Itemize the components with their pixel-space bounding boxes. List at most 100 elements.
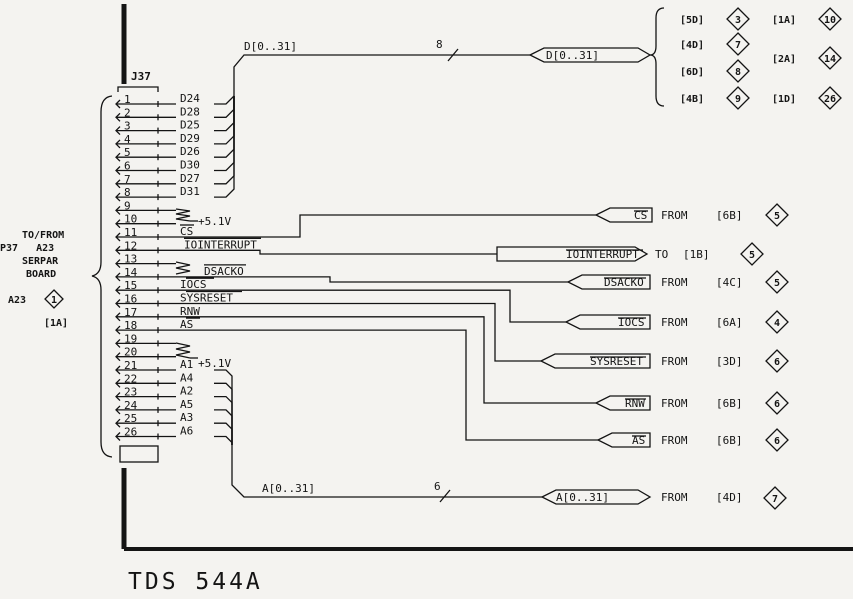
signal-ref-num: 5 <box>749 250 755 261</box>
address-bus: A[0..31] 6 A[0..31] FROM [4D] 7 <box>231 445 787 510</box>
data-bus-ref-diamond-icon <box>818 46 842 70</box>
pin-number: 3 <box>124 120 131 133</box>
signal-wire <box>176 329 598 441</box>
data-line-wire <box>214 96 235 158</box>
pin-net-label: A4 <box>180 371 194 384</box>
data-bus-ref-diamond-icon <box>726 7 750 31</box>
signal-diamond-icon <box>765 310 789 334</box>
address-bus-name: A[0..31] <box>262 482 315 495</box>
address-bus-slash <box>439 489 451 503</box>
data-bus-slash <box>447 48 459 62</box>
left-label-line-1: TO/FROM <box>22 230 64 241</box>
pin-number: 4 <box>124 133 131 146</box>
pin-number: 15 <box>124 279 137 292</box>
signal-diamond-icon <box>740 242 764 266</box>
data-bus-ref-sheet: [6D] <box>680 67 704 78</box>
pin-net-label: A3 <box>180 411 193 424</box>
pin-net-label: D31 <box>180 185 200 198</box>
pin-net-label: D24 <box>180 92 200 105</box>
pin-net-label: A1 <box>180 358 193 371</box>
address-bus-flag <box>540 489 652 505</box>
signal-wire <box>176 214 596 238</box>
data-bus-ref-diamond-icon <box>818 86 842 110</box>
signal-flag-label: SYSRESET <box>590 355 643 368</box>
signal-wire <box>176 276 568 283</box>
signal-wire <box>176 249 497 255</box>
signal-flag-label: RNW <box>625 397 645 410</box>
data-bus-ref-diamond-icon <box>726 86 750 110</box>
data-bus-ref-sheet: [4D] <box>680 40 704 51</box>
signal-sheet: [6B] <box>716 434 743 447</box>
pin-net-label: IOINTERRUPT <box>184 238 257 251</box>
data-bus-ref-sheet: [4B] <box>680 94 704 105</box>
pin-number: 2 <box>124 106 131 119</box>
signal-flag <box>594 207 653 223</box>
power-tie-pin20-label: +5.1V <box>198 357 231 370</box>
address-line-wire <box>214 395 233 445</box>
data-bus-ref-num: 10 <box>824 15 836 26</box>
signal-wire <box>176 316 596 404</box>
address-bus-dir: FROM <box>661 491 688 504</box>
pin-net-label: CS <box>180 225 193 238</box>
pin-number: 5 <box>124 146 131 159</box>
data-line-wire <box>214 96 235 198</box>
pin-net-label: RNW <box>180 305 200 318</box>
left-label-diamond-icon <box>44 289 64 309</box>
data-bus-ref-num: 26 <box>824 94 836 105</box>
data-bus-ref-num: 3 <box>735 15 741 26</box>
signal-sheet: [6B] <box>716 209 743 222</box>
address-line-wire <box>214 369 233 445</box>
signal-flag <box>564 314 651 330</box>
data-bus-ref-num: 7 <box>735 40 741 51</box>
signal-flag <box>596 432 651 448</box>
connector-bottom-box <box>119 445 159 463</box>
left-label-line-4: BOARD <box>26 269 56 280</box>
pin-net-label: AS <box>180 318 193 331</box>
pin-number: 6 <box>124 160 131 173</box>
pin-number: 12 <box>124 239 137 252</box>
signal-flag <box>539 353 651 369</box>
address-line-wire <box>214 422 233 445</box>
signal-direction: FROM <box>661 434 688 447</box>
data-bus-ref-sheet: [1A] <box>772 15 796 26</box>
pin-net-label: A6 <box>180 425 193 438</box>
data-bus-ref-brace <box>649 7 665 107</box>
pin-number: 8 <box>124 186 131 199</box>
pin13-zigzag <box>175 261 191 275</box>
signal-ref-num: 4 <box>774 318 780 329</box>
power-tie-pin10: +5.1V <box>175 208 231 228</box>
pin-net-label: D29 <box>180 132 200 145</box>
pin-number: 13 <box>124 253 137 266</box>
pin-number: 7 <box>124 173 131 186</box>
pin-net-label: D28 <box>180 105 200 118</box>
signal-ref-num: 6 <box>774 436 780 447</box>
connector-ref: J37 <box>131 70 151 83</box>
address-bus-wire <box>231 445 542 498</box>
signal-direction: TO <box>655 248 668 261</box>
signal-diamond-icon <box>765 391 789 415</box>
pin-number: 21 <box>124 359 137 372</box>
pin-number: 25 <box>124 412 137 425</box>
data-line-wire <box>214 96 235 132</box>
signal-direction: FROM <box>661 355 688 368</box>
data-bus-ref-diamond-icon <box>818 7 842 31</box>
signal-flag <box>594 395 651 411</box>
address-bus-count: 6 <box>434 480 441 493</box>
data-bus-ref-diamond-icon <box>726 59 750 83</box>
data-bus-ref-diamond-icon <box>726 32 750 56</box>
pin-number: 24 <box>124 399 138 412</box>
left-label-ref-num: 1 <box>51 295 57 306</box>
data-bus-name: D[0..31] <box>244 40 297 53</box>
signal-sheet: [3D] <box>716 355 743 368</box>
pin-number: 14 <box>124 266 138 279</box>
address-bus-sheet: [4D] <box>716 491 743 504</box>
signal-ref-num: 5 <box>774 278 780 289</box>
signal-ref-num: 6 <box>774 357 780 368</box>
data-bus-flag-label: D[0..31] <box>546 49 599 62</box>
signal-wire <box>176 289 566 323</box>
pin-net-label: IOCS <box>180 278 207 291</box>
data-line-wire <box>214 96 235 145</box>
pin-net-label: D27 <box>180 172 200 185</box>
pin-number: 23 <box>124 386 137 399</box>
